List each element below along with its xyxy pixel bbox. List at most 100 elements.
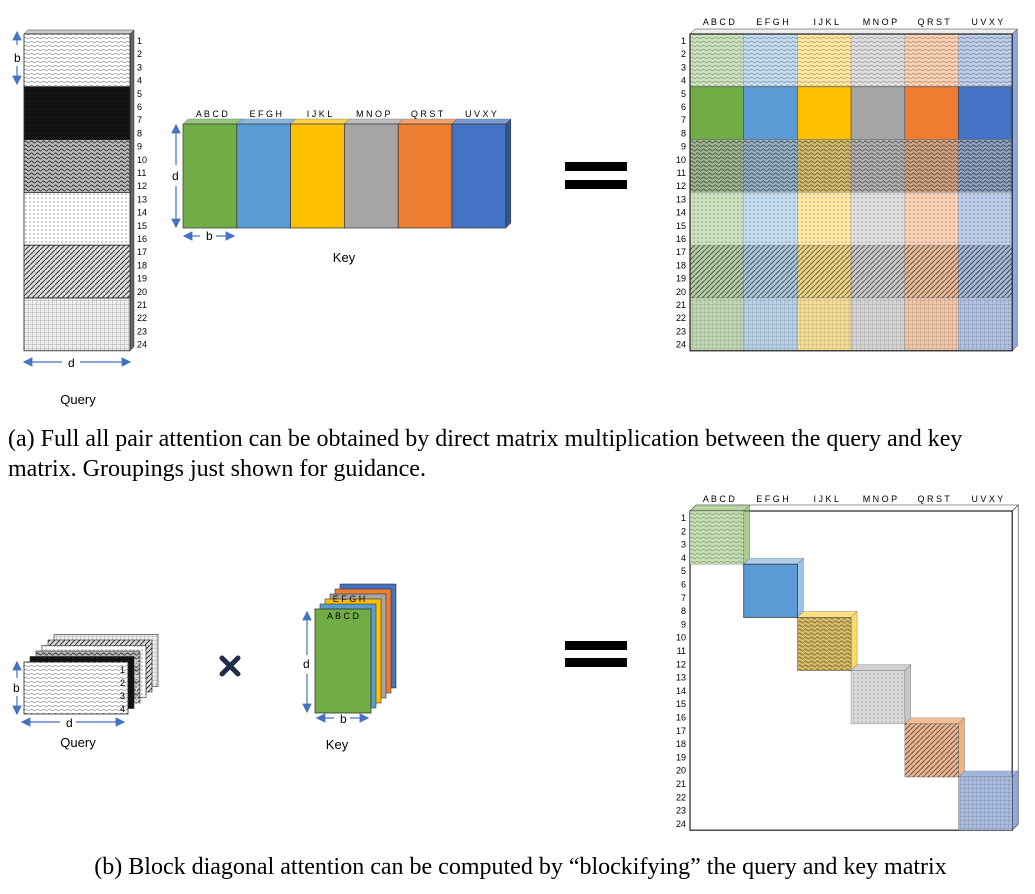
- result-cell: [689, 86, 745, 140]
- result-row-number: 14: [676, 208, 686, 218]
- query-row-number: 7: [137, 115, 142, 125]
- result-cell: [797, 192, 852, 246]
- result-side-face: [1011, 28, 1018, 352]
- result-cell: [850, 33, 906, 88]
- blocked-key-b: E F G HA B C D: [314, 583, 397, 714]
- diag-column-letters: M N O P: [863, 494, 898, 504]
- result-cell-texture: [904, 298, 959, 351]
- query-row-number: 4: [137, 76, 142, 86]
- query-band: [23, 33, 131, 88]
- query-block-front: [23, 661, 129, 715]
- result-cell: [850, 244, 906, 299]
- dim-b-query-a: b: [14, 51, 21, 65]
- result-cell: [689, 139, 745, 193]
- query-block-row: 1: [120, 665, 125, 675]
- diag-row-number: 5: [681, 566, 686, 576]
- result-top-face: [689, 28, 1018, 35]
- query-row-number: 19: [137, 274, 147, 284]
- diag-row-number: 10: [676, 633, 686, 643]
- result-cell-texture: [797, 139, 852, 193]
- query-row-number: 1: [137, 36, 142, 46]
- result-cell: [958, 297, 1013, 352]
- query-block-back-row: 5: [134, 658, 139, 668]
- result-cell: [850, 192, 906, 246]
- result-cell: [904, 192, 959, 246]
- diag-block-top: [957, 770, 1019, 778]
- result-cell-texture: [851, 245, 905, 298]
- result-cell: [850, 139, 906, 193]
- result-cell-texture: [743, 298, 798, 351]
- result-cell-texture: [958, 298, 1013, 351]
- diag-row-number: 11: [677, 646, 686, 656]
- result-cell-texture: [743, 34, 798, 87]
- diag-block-side: [958, 717, 965, 778]
- result-row-number: 3: [681, 62, 686, 72]
- result-cell-texture: [851, 298, 905, 351]
- key-column-letters: E F G H: [249, 109, 282, 119]
- result-column-letters: Q R S T: [917, 17, 950, 27]
- key-column-letters: I J K L: [307, 109, 333, 119]
- key-column-group: [451, 123, 507, 229]
- query-row-number: 8: [137, 128, 142, 138]
- result-row-number: 6: [681, 102, 686, 112]
- diag-row-number: 3: [681, 540, 686, 550]
- query-label-a: Query: [60, 392, 96, 407]
- dim-d-query-b: d: [66, 716, 73, 730]
- query-band: [23, 191, 131, 246]
- result-cell-texture: [958, 34, 1013, 87]
- result-column-letters: E F G H: [756, 17, 789, 27]
- result-row-number: 8: [681, 128, 686, 138]
- key-label-a: Key: [333, 250, 356, 265]
- diag-block-top: [904, 717, 966, 725]
- query-row-number: 20: [137, 287, 147, 297]
- query-row-number: 17: [137, 247, 147, 257]
- diag-row-number: 23: [676, 806, 686, 816]
- diag-row-number: 20: [676, 766, 686, 776]
- result-cell-texture: [904, 192, 959, 246]
- key-block-front-letters: A B C D: [327, 611, 360, 621]
- result-cell: [797, 297, 852, 352]
- key-top-face: [451, 118, 512, 125]
- query-band: [23, 86, 131, 141]
- diag-row-number: 1: [681, 513, 686, 523]
- key-top-face: [397, 118, 458, 125]
- result-row-number: 5: [681, 89, 686, 99]
- query-row-number: 23: [137, 326, 147, 336]
- result-column-letters: M N O P: [863, 17, 898, 27]
- query-row-number: 11: [137, 168, 146, 178]
- diag-row-number: 17: [676, 726, 686, 736]
- query-row-number: 3: [137, 62, 142, 72]
- result-row-number: 11: [677, 168, 686, 178]
- equals-sign-a: [565, 162, 627, 189]
- result-cell-texture: [904, 34, 959, 87]
- result-cell-texture: [851, 34, 905, 87]
- result-cell-texture: [690, 245, 744, 298]
- key-column-letters: M N O P: [356, 109, 391, 119]
- diag-row-number: 24: [676, 819, 686, 829]
- result-cell: [797, 86, 852, 140]
- result-cell: [797, 33, 852, 88]
- query-block-row: 4: [120, 704, 125, 714]
- diag-column-letters: A B C D: [703, 494, 736, 504]
- result-cell: [904, 297, 959, 352]
- result-row-number: 7: [681, 115, 686, 125]
- result-cell-texture: [690, 34, 744, 87]
- query-row-number: 6: [137, 102, 142, 112]
- query-row-number: 15: [137, 221, 147, 231]
- query-row-number: 2: [137, 49, 142, 59]
- key-column-group: [344, 123, 399, 229]
- result-cell-texture: [743, 139, 798, 193]
- key-top-face: [182, 118, 243, 125]
- result-cell-texture: [743, 192, 798, 246]
- diag-row-number: 16: [676, 713, 686, 723]
- result-column-letters: A B C D: [703, 17, 736, 27]
- diag-block-side: [850, 610, 858, 672]
- result-cell: [743, 192, 798, 246]
- diag-block: [904, 723, 959, 778]
- result-row-number: 2: [681, 49, 686, 59]
- result-cell: [958, 139, 1013, 193]
- dim-d-key-b: d: [303, 657, 310, 671]
- diag-block-top: [689, 504, 751, 512]
- dimension-arrows: [12, 30, 370, 727]
